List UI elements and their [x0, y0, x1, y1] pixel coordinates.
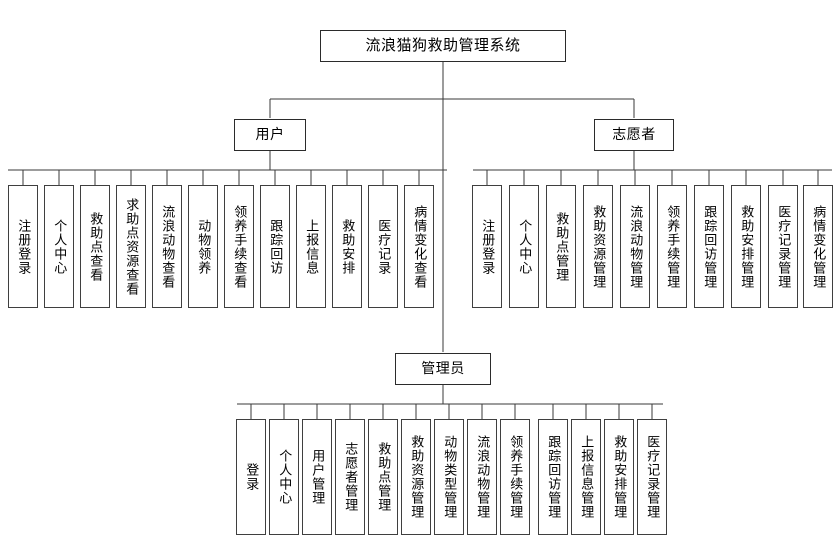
leaf-admin-2: 用户管理 — [302, 419, 332, 535]
leaf-admin-4: 救助点管理 — [368, 419, 398, 535]
leaf-user-5-label: 动物领养 — [196, 218, 212, 275]
leaf-user-4-label: 流浪动物查看 — [160, 204, 176, 289]
leaf-volunteer-8-label: 医疗记录管理 — [776, 204, 792, 289]
leaf-user-4: 流浪动物查看 — [152, 185, 182, 308]
leaf-user-3-label: 求助点资源查看 — [124, 197, 140, 296]
leaf-admin-0-label: 登录 — [244, 463, 260, 491]
leaf-volunteer-2: 救助点管理 — [546, 185, 576, 308]
leaf-admin-6-label: 动物类型管理 — [442, 435, 458, 519]
leaf-volunteer-0-label: 注册登录 — [480, 218, 496, 275]
node-volunteer-label: 志愿者 — [612, 126, 656, 143]
leaf-user-9: 救助安排 — [332, 185, 362, 308]
leaf-volunteer-3: 救助资源管理 — [583, 185, 613, 308]
leaf-admin-3: 志愿者管理 — [335, 419, 365, 535]
leaf-admin-1-label: 个人中心 — [277, 449, 293, 505]
leaf-user-2: 救助点查看 — [80, 185, 110, 308]
leaf-admin-5-label: 救助资源管理 — [409, 435, 425, 519]
leaf-admin-9: 跟踪回访管理 — [538, 419, 568, 535]
leaf-admin-1: 个人中心 — [269, 419, 299, 535]
leaf-volunteer-9-label: 病情变化管理 — [811, 204, 827, 289]
leaf-user-10-label: 医疗记录 — [376, 218, 392, 275]
leaf-admin-9-label: 跟踪回访管理 — [546, 435, 562, 519]
leaf-user-0-label: 注册登录 — [16, 218, 32, 275]
leaf-user-5: 动物领养 — [188, 185, 218, 308]
leaf-volunteer-7-label: 救助安排管理 — [739, 204, 755, 289]
leaf-user-8-label: 上报信息 — [304, 218, 320, 275]
node-root: 流浪猫狗救助管理系统 — [320, 30, 566, 62]
leaf-volunteer-3-label: 救助资源管理 — [591, 204, 607, 289]
leaf-user-6-label: 领养手续查看 — [232, 204, 248, 289]
leaf-volunteer-4-label: 流浪动物管理 — [628, 204, 644, 289]
leaf-user-8: 上报信息 — [296, 185, 326, 308]
leaf-user-6: 领养手续查看 — [224, 185, 254, 308]
leaf-volunteer-1-label: 个人中心 — [517, 218, 533, 275]
leaf-volunteer-9: 病情变化管理 — [803, 185, 833, 308]
leaf-volunteer-5: 领养手续管理 — [657, 185, 687, 308]
leaf-user-2-label: 救助点查看 — [88, 211, 104, 282]
leaf-admin-7-label: 流浪动物管理 — [475, 435, 491, 519]
leaf-volunteer-2-label: 救助点管理 — [554, 211, 570, 282]
leaf-user-9-label: 救助安排 — [340, 218, 356, 275]
leaf-user-1-label: 个人中心 — [52, 218, 68, 275]
leaf-admin-5: 救助资源管理 — [401, 419, 431, 535]
leaf-volunteer-5-label: 领养手续管理 — [665, 204, 681, 289]
leaf-admin-6: 动物类型管理 — [434, 419, 464, 535]
leaf-user-10: 医疗记录 — [368, 185, 398, 308]
leaf-admin-4-label: 救助点管理 — [376, 442, 392, 512]
leaf-user-7-label: 跟踪回访 — [268, 218, 284, 275]
leaf-admin-11-label: 救助安排管理 — [612, 435, 628, 519]
leaf-volunteer-6: 跟踪回访管理 — [694, 185, 724, 308]
leaf-admin-12: 医疗记录管理 — [637, 419, 667, 535]
leaf-admin-8-label: 领养手续管理 — [508, 435, 524, 519]
leaf-volunteer-1: 个人中心 — [509, 185, 539, 308]
leaf-volunteer-7: 救助安排管理 — [731, 185, 761, 308]
leaf-admin-0: 登录 — [236, 419, 266, 535]
node-volunteer: 志愿者 — [594, 119, 674, 151]
leaf-admin-2-label: 用户管理 — [310, 449, 326, 505]
leaf-volunteer-6-label: 跟踪回访管理 — [702, 204, 718, 289]
leaf-user-11: 病情变化查看 — [404, 185, 434, 308]
leaf-admin-10-label: 上报信息管理 — [579, 435, 595, 519]
node-admin-label: 管理员 — [421, 360, 465, 377]
leaf-user-1: 个人中心 — [44, 185, 74, 308]
leaf-admin-3-label: 志愿者管理 — [343, 442, 359, 512]
leaf-user-11-label: 病情变化查看 — [412, 204, 428, 289]
leaf-user-7: 跟踪回访 — [260, 185, 290, 308]
leaf-volunteer-8: 医疗记录管理 — [768, 185, 798, 308]
leaf-admin-11: 救助安排管理 — [604, 419, 634, 535]
node-user: 用户 — [234, 119, 306, 151]
leaf-admin-7: 流浪动物管理 — [467, 419, 497, 535]
leaf-admin-8: 领养手续管理 — [500, 419, 530, 535]
node-root-label: 流浪猫狗救助管理系统 — [365, 36, 521, 54]
leaf-user-3: 求助点资源查看 — [116, 185, 146, 308]
leaf-admin-10: 上报信息管理 — [571, 419, 601, 535]
leaf-volunteer-4: 流浪动物管理 — [620, 185, 650, 308]
node-user-label: 用户 — [255, 126, 285, 143]
leaf-volunteer-0: 注册登录 — [472, 185, 502, 308]
node-admin: 管理员 — [395, 353, 491, 385]
leaf-user-0: 注册登录 — [8, 185, 38, 308]
leaf-admin-12-label: 医疗记录管理 — [645, 435, 661, 519]
